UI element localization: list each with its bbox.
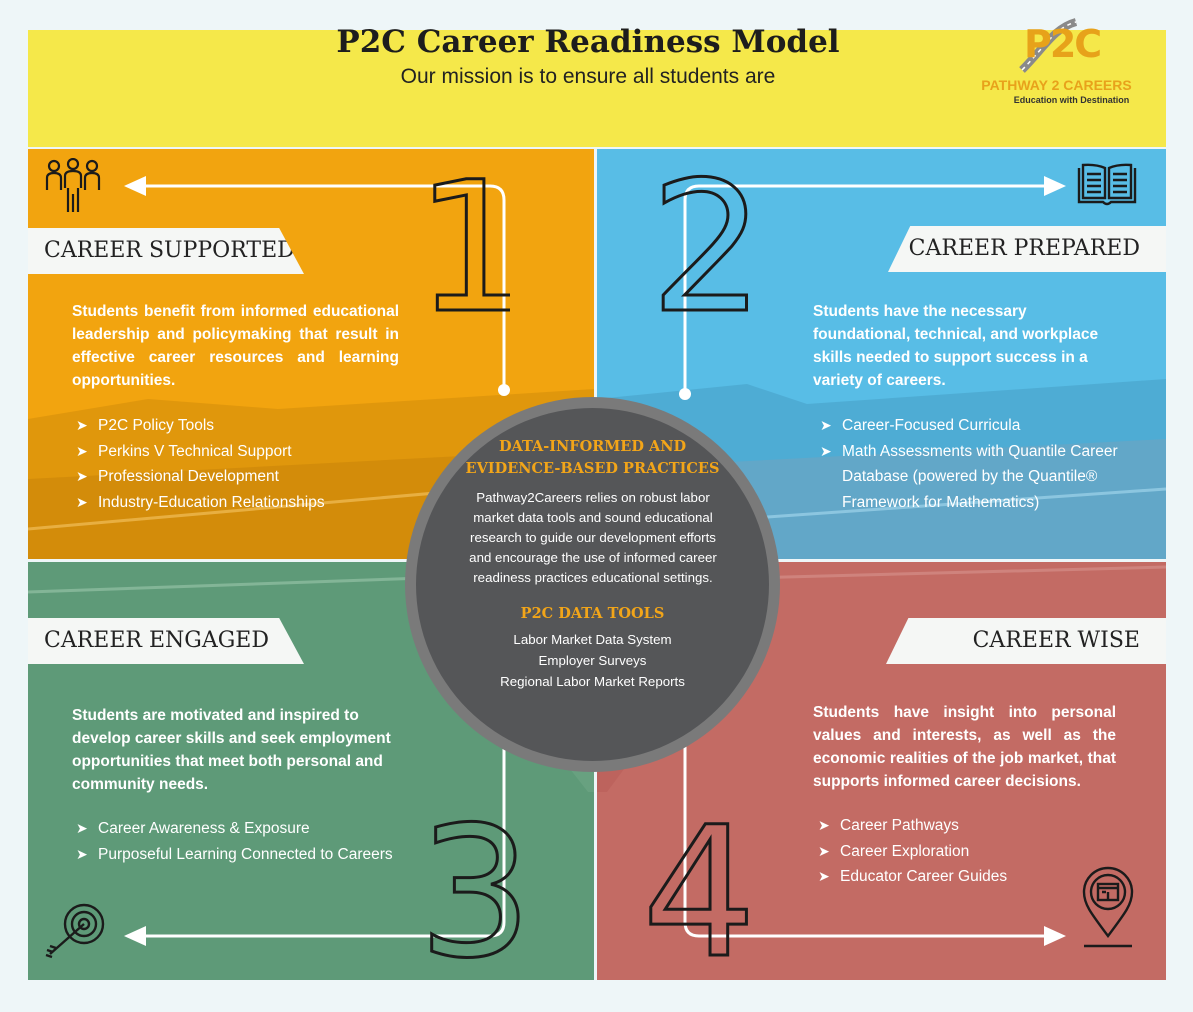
- people-group-icon: [45, 158, 101, 212]
- list-career-prepared: Career-Focused Curricula Math Assessment…: [820, 413, 1130, 515]
- list-career-wise: Career Pathways Career Exploration Educa…: [818, 813, 1118, 890]
- target-arrow-icon: [45, 903, 105, 959]
- description-career-wise: Students have insight into personal valu…: [813, 704, 1116, 790]
- list-item: Perkins V Technical Support: [76, 439, 396, 465]
- description-career-supported: Students benefit from informed education…: [72, 303, 399, 389]
- center-circle: [416, 408, 769, 761]
- open-book-icon: [1077, 163, 1137, 206]
- p2c-logo: P2C PATHWAY 2 CAREERS Education with Des…: [974, 12, 1139, 110]
- center-tool-item: Employer Surveys: [538, 653, 647, 668]
- logo-name: PATHWAY 2 CAREERS: [981, 77, 1132, 93]
- description-career-prepared: Students have the necessary foundational…: [813, 303, 1099, 389]
- arrow-right-bottom: [1044, 926, 1066, 946]
- list-item: Professional Development: [76, 464, 396, 490]
- svg-text:2: 2: [650, 160, 755, 320]
- center-heading-line1: DATA-INFORMED AND: [498, 438, 687, 455]
- list-item: Career Exploration: [818, 839, 1118, 865]
- list-item: Industry-Education Relationships: [76, 490, 396, 516]
- list-item: Math Assessments with Quantile Career Da…: [820, 439, 1130, 516]
- list-item: P2C Policy Tools: [76, 413, 396, 439]
- label-career-prepared: CAREER PREPARED: [888, 226, 1166, 272]
- header-banner: [28, 30, 1166, 147]
- list-item: Educator Career Guides: [818, 864, 1118, 890]
- list-item: Career Pathways: [818, 813, 1118, 839]
- center-tools-heading: P2C DATA TOOLS: [520, 605, 665, 622]
- list-career-supported: P2C Policy Tools Perkins V Technical Sup…: [76, 413, 396, 515]
- description-career-engaged: Students are motivated and inspired to d…: [72, 707, 391, 793]
- label-career-wise: CAREER WISE: [886, 618, 1166, 664]
- svg-text:4: 4: [642, 805, 757, 965]
- arrow-left-bottom: [124, 926, 146, 946]
- label-career-engaged: CAREER ENGAGED: [28, 618, 304, 664]
- list-career-engaged: Career Awareness & Exposure Purposeful L…: [76, 816, 406, 867]
- center-tool-item: Regional Labor Market Reports: [500, 674, 685, 689]
- list-item: Career Awareness & Exposure: [76, 816, 406, 842]
- svg-text:1: 1: [415, 160, 510, 320]
- svg-text:3: 3: [418, 805, 523, 965]
- logo-mark: P2C: [1024, 22, 1102, 66]
- list-item: Purposeful Learning Connected to Careers: [76, 842, 406, 868]
- page-subtitle: Our mission is to ensure all students ar…: [400, 65, 776, 88]
- center-heading-line2: EVIDENCE-BASED PRACTICES: [465, 460, 720, 477]
- label-career-supported: CAREER SUPPORTED: [28, 228, 304, 274]
- page-title: P2C Career Readiness Model: [336, 24, 840, 60]
- number-2: 2: [650, 160, 755, 320]
- number-3: 3: [418, 805, 523, 965]
- list-item: Career-Focused Curricula: [820, 413, 1130, 439]
- number-4: 4: [642, 805, 757, 965]
- center-tool-item: Labor Market Data System: [513, 632, 672, 647]
- center-body: Pathway2Careers relies on robust labor m…: [469, 490, 717, 585]
- logo-tagline: Education with Destination: [1013, 95, 1130, 105]
- arrow-left-top: [124, 176, 146, 196]
- number-1: 1: [415, 160, 510, 320]
- arrow-right-top: [1044, 176, 1066, 196]
- logo-road-icon: [1019, 18, 1078, 73]
